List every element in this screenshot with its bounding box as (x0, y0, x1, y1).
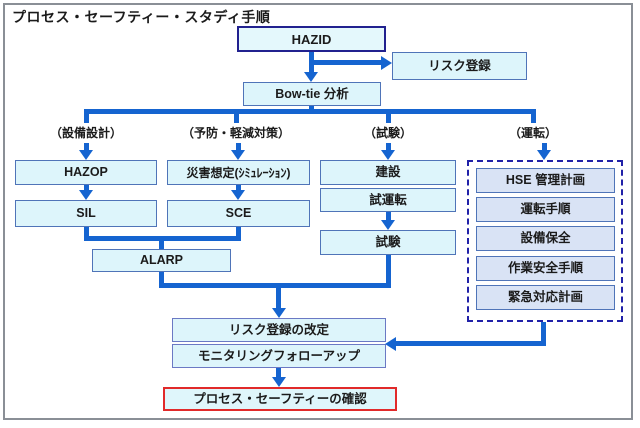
connector-sce-down (236, 227, 241, 241)
node-risk-register: リスク登録 (392, 52, 527, 80)
branch-label-design: （設備設計） (49, 126, 122, 140)
connector-hazop-sil (84, 185, 89, 192)
branch-rail (84, 109, 536, 114)
node-sil-label: SIL (76, 206, 96, 221)
node-equipment-maintenance-label: 設備保全 (520, 231, 571, 246)
node-monitoring-label: モニタリングフォローアップ (197, 348, 360, 363)
arrowhead-into-hazop (79, 150, 93, 160)
connector-prevention-col (236, 143, 241, 151)
arrowhead-into-bowtie (304, 72, 318, 82)
rail-stub-test (386, 109, 391, 123)
node-disaster-simulation: 災害想定(ｼﾐｭﾚｰｼｮﾝ) (167, 160, 310, 185)
connector-operation-down (541, 322, 546, 346)
connector-test-col (386, 143, 391, 151)
node-emergency-response-plan: 緊急対応計画 (476, 285, 615, 310)
node-risk-revision-label: リスク登録の改定 (228, 322, 329, 337)
node-sce: SCE (167, 200, 310, 227)
connector-into-revision (276, 283, 281, 309)
node-commissioning: 試運転 (320, 188, 456, 212)
node-final-confirmation-label: プロセス・セーフティーの確認 (193, 391, 367, 406)
node-work-safety-procedures-label: 作業安全手順 (507, 261, 583, 276)
connector-into-alarp (159, 236, 164, 249)
connector-alarp-down (159, 272, 164, 288)
node-test-label: 試験 (375, 235, 401, 250)
branch-label-operation: （運転） (508, 126, 557, 140)
connector-to-risk-register (311, 60, 381, 65)
node-work-safety-procedures: 作業安全手順 (476, 256, 615, 281)
node-operating-procedures-label: 運転手順 (520, 202, 571, 217)
node-operating-procedures: 運転手順 (476, 197, 615, 222)
rail-stub-operation (531, 109, 536, 123)
node-monitoring: モニタリングフォローアップ (172, 344, 386, 368)
node-hazop-label: HAZOP (64, 165, 108, 180)
node-sce-label: SCE (225, 206, 252, 221)
connector-operation-col (542, 143, 547, 151)
node-alarp: ALARP (92, 249, 231, 272)
node-bowtie-label: Bow-tie 分析 (275, 86, 349, 101)
arrowhead-into-risk-register (381, 56, 392, 70)
rail-stub-design (84, 109, 89, 123)
arrowhead-into-operation-group (537, 150, 551, 160)
node-risk-register-label: リスク登録 (428, 58, 491, 73)
arrowhead-into-revision (272, 308, 286, 318)
node-test: 試験 (320, 230, 456, 255)
arrowhead-into-construction (381, 150, 395, 160)
node-hse-plan-label: HSE 管理計画 (505, 173, 586, 188)
node-hazop: HAZOP (15, 160, 157, 185)
node-hazid-label: HAZID (291, 31, 332, 47)
node-bowtie-analysis: Bow-tie 分析 (243, 82, 381, 106)
arrowhead-into-test (381, 220, 395, 230)
arrowhead-into-sil (79, 190, 93, 200)
connector-disaster-sce (236, 185, 241, 192)
arrowhead-into-monitoring (385, 337, 396, 351)
connector-sil-down (84, 227, 89, 241)
arrowhead-into-final (272, 377, 286, 387)
arrowhead-into-disaster (231, 150, 245, 160)
rail-stub-prevention (234, 109, 239, 123)
node-construction-label: 建設 (375, 165, 401, 180)
branch-label-prevention: （予防・軽減対策） (181, 126, 290, 140)
connector-design-col (84, 143, 89, 151)
connector-bottom-merge (159, 283, 391, 288)
node-emergency-response-plan-label: 緊急対応計画 (507, 290, 583, 305)
diagram-title: プロセス・セーフティー・スタディ手順 (12, 9, 271, 25)
node-construction: 建設 (320, 160, 456, 185)
branch-label-test: （試験） (363, 126, 412, 140)
node-disaster-label: 災害想定(ｼﾐｭﾚｰｼｮﾝ) (186, 165, 291, 180)
node-commissioning-label: 試運転 (369, 192, 407, 207)
node-risk-revision: リスク登録の改定 (172, 318, 386, 342)
arrowhead-into-sce (231, 190, 245, 200)
connector-test-down (386, 255, 391, 288)
node-equipment-maintenance: 設備保全 (476, 226, 615, 251)
connector-commissioning-test (386, 212, 391, 221)
node-sil: SIL (15, 200, 157, 227)
node-hazid: HAZID (237, 26, 386, 52)
outer-frame (3, 3, 633, 420)
connector-operation-left (396, 341, 546, 346)
node-hse-plan: HSE 管理計画 (476, 168, 615, 193)
node-alarp-label: ALARP (139, 253, 184, 268)
connector-monitoring-final (276, 368, 281, 379)
node-final-confirmation: プロセス・セーフティーの確認 (163, 387, 397, 411)
